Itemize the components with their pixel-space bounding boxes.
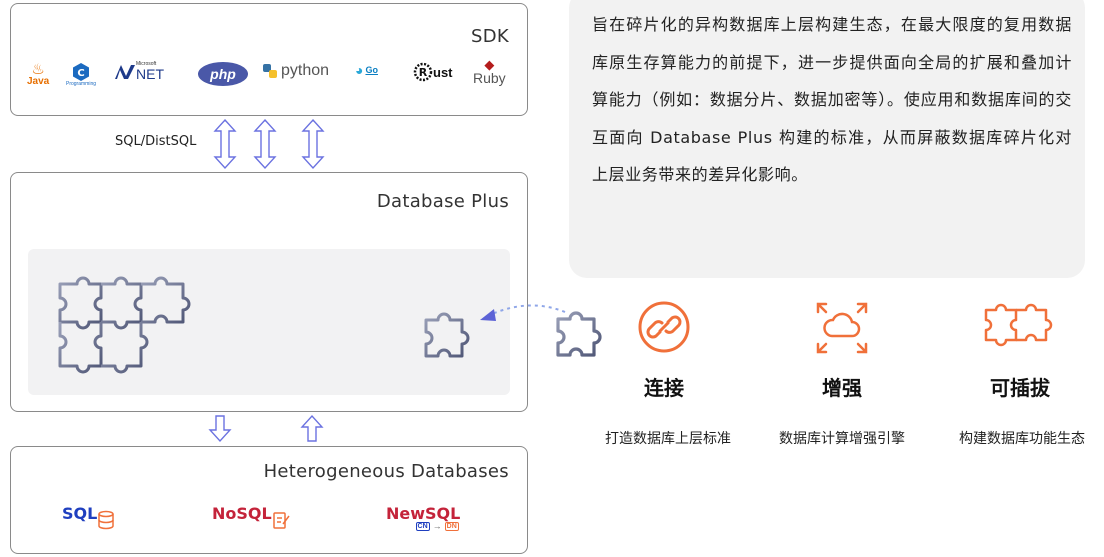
rust-logo: R ust xyxy=(413,62,453,82)
puzzle-group-icon xyxy=(58,276,191,374)
python-label: python xyxy=(281,62,330,79)
rust-label: ust xyxy=(433,64,453,80)
rust-gear-icon: R xyxy=(413,62,433,82)
newsql-label: NewSQL xyxy=(386,504,461,523)
go-label: Go xyxy=(365,65,378,75)
dn-tag: DN xyxy=(444,521,459,531)
sdk-title: SDK xyxy=(471,26,509,47)
ruby-gem-icon: ◆ xyxy=(484,57,495,72)
dotnet-n-icon xyxy=(115,64,135,79)
cpp-icon: C xyxy=(73,63,89,81)
python-icon xyxy=(263,64,277,78)
java-label: Java xyxy=(27,76,50,87)
sql-distsql-label: SQL/DistSQL xyxy=(115,134,197,149)
sql-db: SQL xyxy=(62,504,115,530)
description-text: 旨在碎片化的异构数据库上层构建生态，在最大限度的复用数据库原生存算能力的前提下，… xyxy=(592,15,1072,185)
gopher-icon: ◕ xyxy=(355,62,364,78)
dotnet-microsoft-label: Microsoft xyxy=(136,61,157,67)
feature-subtitle-connect: 打造数据库上层标准 xyxy=(605,431,731,447)
bidirectional-arrows-icon xyxy=(213,118,325,170)
java-logo: ♨ Java xyxy=(27,62,49,87)
cn-tag: CN xyxy=(415,521,430,531)
feature-title-pluggable: 可插拔 xyxy=(990,376,1050,400)
cpp-logo: C Programming xyxy=(66,62,96,87)
document-edit-icon xyxy=(272,512,290,529)
php-logo: php xyxy=(198,62,248,86)
dashed-connector-arrow xyxy=(480,304,566,321)
heterogeneous-databases-layer: Heterogeneous Databases xyxy=(10,446,528,554)
sql-label: SQL xyxy=(62,504,98,523)
newsql-db: NewSQL CN → DN xyxy=(386,504,460,531)
python-logo: python xyxy=(262,62,329,80)
nosql-label: NoSQL xyxy=(212,504,272,523)
ruby-logo: ◆ Ruby xyxy=(473,58,506,85)
database-plus-title: Database Plus xyxy=(376,191,509,212)
feature-title-connect: 连接 xyxy=(644,376,684,400)
arrow-right-icon: → xyxy=(432,521,442,531)
svg-text:R: R xyxy=(419,66,428,79)
cloud-expand-icon xyxy=(816,302,868,354)
database-plus-layer: Database Plus xyxy=(10,172,528,412)
java-cup-icon: ♨ xyxy=(31,61,45,78)
cpp-label: Programming xyxy=(66,81,97,87)
link-icon xyxy=(638,301,690,353)
svg-text:C: C xyxy=(77,68,84,79)
database-icon xyxy=(98,510,115,530)
puzzle-slot-icon xyxy=(424,312,470,358)
feature-title-enhance: 增强 xyxy=(822,376,862,400)
puzzle-piece-icon xyxy=(556,311,602,357)
nosql-db: NoSQL xyxy=(212,504,290,530)
go-logo: ◕ Go xyxy=(355,62,378,78)
dotnet-label: NET xyxy=(136,66,164,82)
down-up-arrows-icon xyxy=(208,414,324,443)
sdk-layer: SDK xyxy=(10,3,528,116)
description-panel xyxy=(569,0,1085,278)
heterogeneous-title: Heterogeneous Databases xyxy=(263,461,509,482)
feature-subtitle-enhance: 数据库计算增强引擎 xyxy=(779,431,905,447)
php-label: php xyxy=(210,66,236,82)
dotnet-logo: Microsoft NET xyxy=(114,62,164,81)
ruby-label: Ruby xyxy=(473,70,506,86)
feature-subtitle-pluggable: 构建数据库功能生态 xyxy=(959,431,1085,447)
puzzle-icon xyxy=(984,303,1053,347)
